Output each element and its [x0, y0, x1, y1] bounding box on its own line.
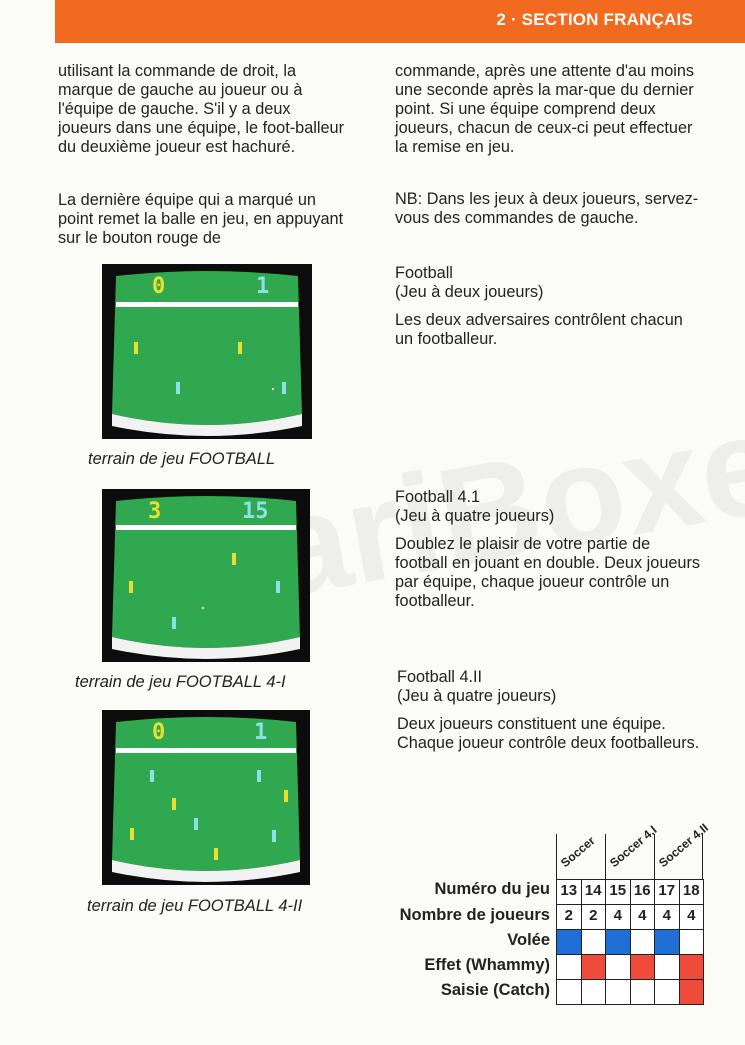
section-header: 2 · SECTION FRANÇAIS — [55, 0, 745, 43]
table-cell — [678, 954, 704, 980]
table-cell: 4 — [629, 904, 655, 930]
screen-caption: terrain de jeu FOOTBALL 4-I — [75, 673, 286, 691]
intro-paragraph: utilisant la commande de droit, la marqu… — [58, 62, 345, 156]
group-label: Soccer — [558, 833, 598, 870]
group-label: Soccer 4.II — [656, 820, 711, 870]
table-cell: 2 — [580, 904, 606, 930]
table-cell: 2 — [556, 904, 582, 930]
screen-caption: terrain de jeu FOOTBALL — [88, 450, 276, 468]
game-block-football-4-1: Football 4.1 (Jeu à quatre joueurs) Doub… — [395, 488, 705, 611]
row-label-effet: Effet (Whammy) — [424, 956, 550, 974]
table-cell — [605, 954, 631, 980]
game-subtitle: (Jeu à quatre joueurs) — [395, 507, 555, 525]
table-cell — [654, 979, 680, 1005]
continued-paragraph: commande, après une attente d'au moins u… — [395, 62, 695, 156]
game-title: Football 4.II — [397, 668, 483, 686]
nb-text: Dans les jeux à deux joueurs, servez-vou… — [395, 190, 699, 227]
game-title: Football 4.1 — [395, 488, 481, 506]
table-cell — [654, 929, 680, 955]
table-cell — [629, 979, 655, 1005]
table-cell — [629, 929, 655, 955]
game-title: Football — [395, 264, 453, 282]
table-cell — [556, 979, 582, 1005]
section-title: 2 · SECTION FRANÇAIS — [496, 10, 693, 29]
game-description: Les deux adversaires contrôlent chacun u… — [395, 311, 683, 348]
screen-graphic — [112, 271, 302, 436]
table-cell — [580, 979, 606, 1005]
table-cell: 18 — [678, 879, 704, 905]
table-cell — [654, 954, 680, 980]
table-cell: 17 — [654, 879, 680, 905]
table-cell — [678, 929, 704, 955]
screenshot-football: 0 1 — [102, 264, 312, 439]
group-header: Soccer — [556, 834, 605, 879]
group-header: Soccer 4.I — [605, 823, 659, 879]
table-cell: 4 — [678, 904, 704, 930]
game-subtitle: (Jeu à deux joueurs) — [395, 283, 544, 301]
serve-paragraph: La dernière équipe qui a marqué un point… — [58, 191, 344, 247]
table-cell: 14 — [580, 879, 606, 905]
table-cell — [556, 954, 582, 980]
screen-graphic — [112, 496, 300, 659]
table-cell — [605, 929, 631, 955]
game-description: Deux joueurs constituent une équipe. Cha… — [397, 715, 700, 752]
score-left: 3 — [148, 499, 162, 524]
score-right: 1 — [256, 274, 270, 299]
table-cell: 16 — [629, 879, 655, 905]
table-cell — [629, 954, 655, 980]
game-block-football-4-2: Football 4.II (Jeu à quatre joueurs) Deu… — [397, 668, 707, 753]
table-cell — [556, 929, 582, 955]
table-cell: 15 — [605, 879, 631, 905]
game-subtitle: (Jeu à quatre joueurs) — [397, 687, 557, 705]
score-right: 15 — [242, 499, 269, 524]
group-header: Soccer 4.II — [654, 821, 711, 879]
nb-label: NB: — [395, 190, 423, 208]
table-cell: 13 — [556, 879, 582, 905]
table-cell: 4 — [605, 904, 631, 930]
row-label-game-number: Numéro du jeu — [434, 880, 550, 898]
row-label-volee: Volée — [507, 931, 550, 949]
score-left: 0 — [152, 720, 166, 745]
table-cell: 4 — [654, 904, 680, 930]
score-right: 1 — [254, 720, 268, 745]
screen-graphic — [112, 717, 300, 882]
row-label-saisie: Saisie (Catch) — [440, 981, 550, 999]
table-cell — [605, 979, 631, 1005]
table-cell — [580, 929, 606, 955]
group-label: Soccer 4.I — [607, 822, 660, 870]
screenshot-football-4-2: 0 1 — [102, 710, 310, 885]
score-left: 0 — [152, 274, 166, 299]
screenshot-football-4-1: 3 15 — [102, 489, 310, 662]
game-block-football: Football (Jeu à deux joueurs) Les deux a… — [395, 264, 705, 349]
table-cell — [580, 954, 606, 980]
row-label-players: Nombre de joueurs — [399, 906, 550, 924]
game-description: Doublez le plaisir de votre partie de fo… — [395, 535, 701, 610]
table-cell — [678, 979, 704, 1005]
screen-caption: terrain de jeu FOOTBALL 4-II — [87, 897, 303, 915]
nb-paragraph: NB: Dans les jeux à deux joueurs, servez… — [395, 190, 705, 228]
